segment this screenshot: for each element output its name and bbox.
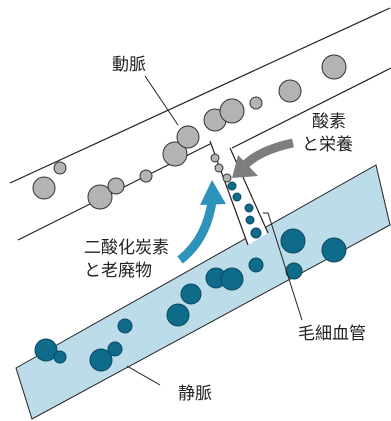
artery-cells <box>32 54 347 210</box>
artery-cell <box>53 161 67 175</box>
vein-cell <box>89 348 113 372</box>
capillary-artery-cell <box>210 153 220 163</box>
oxygen-label-line2: と栄養 <box>302 135 353 155</box>
vein-cell <box>180 283 202 305</box>
artery-cell <box>219 98 245 124</box>
capillary-label: 毛細血管 <box>298 324 366 344</box>
co2-label-line1: 二酸化炭素 <box>84 238 169 258</box>
vein-cell <box>248 257 264 273</box>
vein-leader-line <box>126 365 161 386</box>
oxygen-arrow <box>232 138 294 178</box>
capillary-vein-cell <box>232 192 242 202</box>
artery-cell <box>32 176 56 200</box>
artery-cell <box>249 96 263 110</box>
capillary-leader-line <box>263 212 303 321</box>
artery-cell <box>87 184 113 210</box>
artery-cell <box>321 54 347 80</box>
capillary-vein-cell <box>227 181 237 191</box>
vein-cell <box>53 350 67 364</box>
vein-cells <box>34 181 347 372</box>
capillary-artery-cell <box>214 163 224 173</box>
vein-label: 静脈 <box>178 384 212 404</box>
artery-lower-wall-right <box>231 67 391 149</box>
artery-cell <box>176 125 200 149</box>
artery-label: 動脈 <box>112 55 146 75</box>
vein-cell <box>220 267 244 291</box>
artery-leader-line <box>144 75 179 126</box>
vein-cell <box>117 318 133 334</box>
co2-arrow <box>177 180 226 264</box>
capillary-artery-cell <box>222 173 232 183</box>
artery-cell <box>162 141 188 167</box>
vein-cell <box>34 338 58 362</box>
vein-cell <box>280 228 306 254</box>
artery-cell <box>278 79 302 103</box>
co2-label-line2: と老廃物 <box>84 261 152 281</box>
vein-cell <box>107 341 123 357</box>
vein-cell <box>166 303 190 327</box>
artery-cell <box>107 177 125 195</box>
capillary-vein-cell <box>245 215 255 225</box>
oxygen-label-line1: 酸素 <box>312 112 346 132</box>
capillary-vein-cell <box>250 227 262 239</box>
vein-cell <box>321 237 347 263</box>
artery-cell <box>139 169 153 183</box>
artery-upper-wall <box>9 7 391 184</box>
capillary-vein-cell <box>244 203 254 213</box>
